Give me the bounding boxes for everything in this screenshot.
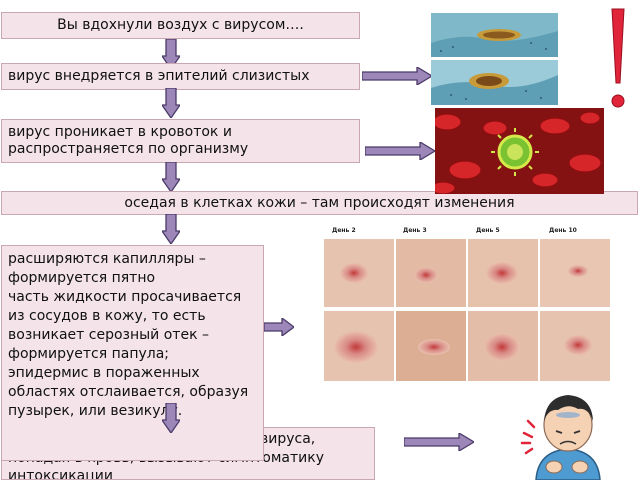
skin-change-papule: часть жидкости просачивается из сосудов … bbox=[8, 289, 242, 362]
step-epithelium-text: вирус внедряется в эпителий слизистых bbox=[8, 68, 310, 84]
skin-change-vesicle: эпидермис в пораженных областях отслаива… bbox=[8, 365, 249, 419]
right-arrow-1 bbox=[362, 67, 432, 85]
step-toxicity-visible: вируса, bbox=[260, 431, 316, 447]
step-toxicity-line3: интоксикации bbox=[8, 468, 113, 480]
down-arrow-1 bbox=[162, 39, 180, 69]
step-bloodstream-box: вирус проникает в кровоток и распростран… bbox=[1, 119, 360, 163]
down-arrow-3 bbox=[162, 162, 180, 192]
step-inhale-text: Вы вдохнули воздух с вирусом…. bbox=[57, 17, 304, 33]
day-label-10: День 10 bbox=[549, 227, 577, 234]
step-epithelium-box: вирус внедряется в эпителий слизистых bbox=[1, 63, 360, 90]
down-arrow-2 bbox=[162, 88, 180, 118]
bloodstream-virus-illustration bbox=[435, 108, 604, 194]
sick-person-illustration bbox=[520, 395, 601, 480]
right-arrow-2 bbox=[365, 142, 435, 160]
skin-change-spot: расширяются капилляры – формируется пятн… bbox=[8, 251, 206, 286]
day-label-3: День 3 bbox=[403, 227, 427, 234]
right-arrow-3 bbox=[264, 318, 294, 336]
skin-lesion-photos bbox=[324, 239, 610, 381]
day-label-5: День 5 bbox=[476, 227, 500, 234]
step-bloodstream-text: вирус проникает в кровоток и распростран… bbox=[8, 124, 249, 157]
right-arrow-4 bbox=[404, 433, 474, 451]
down-arrow-4 bbox=[162, 214, 180, 244]
day-label-2: День 2 bbox=[332, 227, 356, 234]
step-inhale-box: Вы вдохнули воздух с вирусом…. bbox=[1, 12, 360, 39]
step-skin-cells-text: оседая в клетках кожи – там происходят и… bbox=[124, 195, 515, 211]
down-arrow-5 bbox=[162, 403, 180, 433]
epithelium-virus-illustration bbox=[431, 13, 558, 105]
step-skin-cells-box: оседая в клетках кожи – там происходят и… bbox=[1, 191, 638, 215]
step-skin-changes-box: расширяются капилляры – формируется пятн… bbox=[1, 245, 264, 461]
exclamation-icon bbox=[611, 8, 625, 108]
skin-lesion-photo-grid: День 2 День 3 День 5 День 10 bbox=[322, 223, 614, 383]
